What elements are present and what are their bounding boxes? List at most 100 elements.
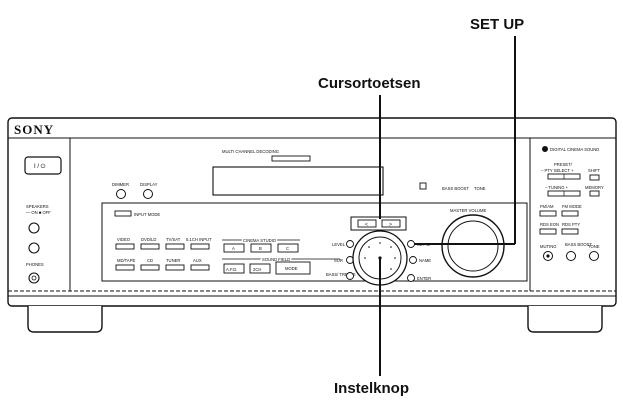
pty-select-label: – PTY SELECT + (541, 168, 574, 173)
tone-label: TONE (588, 244, 600, 249)
dvd-button[interactable] (140, 243, 160, 250)
indicator-square (419, 182, 427, 190)
speakers-button[interactable] (28, 222, 40, 234)
input-label-51ch: 5.1CH INPUT (186, 237, 212, 242)
logo-mark (542, 146, 548, 152)
fm-am-label: FM/AM (540, 204, 554, 209)
bass-treble-label: BASS/ TREBLE (326, 272, 356, 277)
input-label-tvsat: TV/SAT (166, 237, 181, 242)
preset-label: PRESET/ (554, 162, 573, 167)
input-label-cd: CD (147, 258, 153, 263)
tone-button[interactable] (589, 251, 599, 261)
phones-label: PHONES (26, 262, 44, 267)
level-label: LEVEL (332, 242, 346, 247)
display-button[interactable] (143, 189, 153, 199)
multi-channel-label: MULTI CHANNEL DECODING (222, 149, 279, 154)
receiver-body (7, 117, 617, 307)
master-volume-label: MASTER VOLUME (450, 208, 487, 213)
tuning-label: – TUNING + (545, 185, 569, 190)
input-mode-button[interactable] (114, 210, 132, 217)
speakers-state-label: — ON ■ OFF (26, 210, 51, 215)
phones-jack-inner (31, 275, 37, 281)
speakers-b-button[interactable] (28, 242, 40, 254)
master-volume-knob-inner (447, 220, 499, 272)
bass-boost-top-label: BASS BOOST (442, 186, 469, 191)
cursor-left-label: < (365, 222, 368, 228)
control-subpanel (101, 202, 528, 282)
name-button[interactable] (409, 256, 417, 264)
mode-label: MODE (285, 266, 298, 271)
cinema-c-label: C (286, 246, 289, 251)
shift-button[interactable] (589, 174, 600, 181)
mode-button[interactable] (275, 261, 311, 275)
fm-mode-button[interactable] (561, 210, 579, 217)
cinema-b-button[interactable] (250, 243, 272, 253)
tvsat-button[interactable] (165, 243, 185, 250)
2ch-button[interactable] (249, 263, 271, 274)
cinema-b-label: B (259, 246, 262, 251)
tone-top-label: TONE (474, 186, 486, 191)
sur-label: SUR (334, 258, 343, 263)
cinema-c-button[interactable] (277, 243, 299, 253)
afd-button[interactable] (223, 263, 245, 274)
enter-label: ENTER (417, 276, 431, 281)
input-buttons-row1: VIDEO DVD/LD TV/SAT 5.1CH INPUT (115, 237, 212, 250)
input-buttons-row2: MD/TAPE CD TUNER AUX (115, 258, 210, 271)
input-label-video: VIDEO (117, 237, 131, 242)
jog-dial-dots (364, 242, 396, 270)
right-foot (527, 306, 603, 333)
51ch-button[interactable] (190, 243, 210, 250)
level-button[interactable] (346, 240, 354, 248)
callout-leaders (378, 36, 516, 376)
fm-mode-label: FM MODE (562, 204, 582, 209)
cinema-a-label: A (232, 246, 235, 251)
sound-field-label: SOUND FIELD (262, 257, 290, 262)
setup-callout: SET UP (470, 16, 525, 33)
logo-text: DIGITAL CINEMA SOUND (550, 147, 599, 152)
cursor-right-button[interactable] (381, 219, 401, 228)
bass-treble-button[interactable] (346, 272, 354, 280)
shift-label: SHIFT (588, 168, 601, 173)
memory-button[interactable] (589, 190, 600, 197)
multi-channel-indicator (271, 155, 311, 162)
rds-pty-button[interactable] (561, 228, 579, 235)
mdtape-button[interactable] (115, 264, 135, 271)
enter-button[interactable] (407, 274, 415, 282)
cd-button[interactable] (140, 264, 160, 271)
cinema-studio-label: CINEMA STUDIO (243, 238, 277, 243)
name-label: NAME (419, 258, 431, 263)
input-label-tuner: TUNER (166, 258, 180, 263)
bass-boost-label: BASS BOOST (565, 242, 592, 247)
tuning-knob-callout: Instelknop (334, 380, 410, 397)
rds-eon-button[interactable] (539, 228, 557, 235)
dimmer-button[interactable] (116, 189, 126, 199)
fm-am-button[interactable] (539, 210, 557, 217)
display-label: DISPLAY (140, 182, 158, 187)
aux-button[interactable] (190, 264, 210, 271)
2ch-label: 2CH (253, 267, 261, 272)
input-label-dvd: DVD/LD (141, 237, 156, 242)
cursor-left-button[interactable] (357, 219, 377, 228)
power-button[interactable] (24, 156, 62, 175)
afd-label: A.F.D. (226, 267, 237, 272)
memory-label: MEMORY (585, 185, 604, 190)
rds-pty-label: RDS PTY (562, 222, 580, 227)
input-label-aux: AUX (193, 258, 202, 263)
cursor-keys-callout: Cursortoetsen (318, 75, 421, 92)
input-label-mdtape: MD/TAPE (117, 258, 136, 263)
input-mode-label: INPUT MODE (134, 212, 160, 217)
display-window (212, 166, 384, 196)
video-button[interactable] (115, 243, 135, 250)
dimmer-label: DIMMER (112, 182, 129, 187)
left-foot (27, 306, 103, 333)
tuner-button[interactable] (165, 264, 185, 271)
rds-eon-label: RDS EON (540, 222, 559, 227)
cinema-a-button[interactable] (223, 243, 245, 253)
setup-button[interactable] (407, 240, 415, 248)
cursor-right-label: > (389, 222, 392, 228)
muting-label: MUTING (540, 244, 557, 249)
bass-boost-button[interactable] (566, 251, 576, 261)
power-label: I / ⏻ (34, 163, 46, 170)
